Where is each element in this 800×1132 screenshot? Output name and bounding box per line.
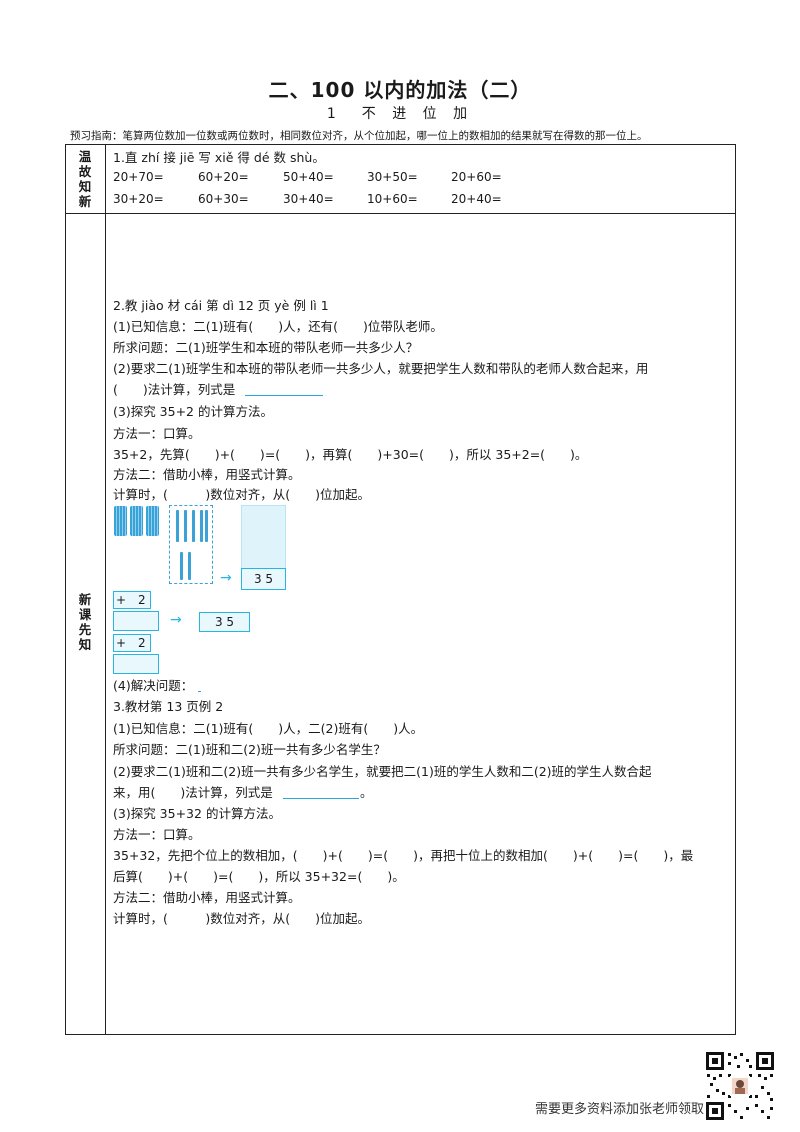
- review-item: 20+40=: [451, 192, 502, 206]
- stick: [188, 552, 191, 580]
- q3-heading: 3.教材第 13 页例 2: [113, 699, 224, 714]
- q3-method-1: 方法一：口算。: [113, 827, 201, 842]
- review-item: 60+30=: [198, 192, 249, 206]
- stick: [205, 510, 208, 542]
- q2-solve: (4)解决问题：: [113, 678, 194, 693]
- q2-known-info: (1)已知信息：二(1)班有( )人，还有( )位带队老师。: [113, 319, 443, 334]
- stick: [180, 552, 183, 580]
- q3-question: 所求问题：二(1)班和二(2)班一共有多少名学生？: [113, 742, 386, 757]
- q3-analysis: (2)要求二(1)班和二(2)班一共有多少名学生，就要把二(1)班的学生人数和二…: [113, 764, 652, 779]
- q2-analysis: (2)要求二(1)班学生和本班的带队老师一共多少人，就要把学生人数和带队的老师人…: [113, 361, 649, 376]
- q2-heading: 2.教 jiào 材 cái 第 dì 12 页 yè 例 lì 1: [113, 298, 329, 313]
- q2-explore: (3)探究 35+2 的计算方法。: [113, 404, 273, 419]
- q3-mental-calc: 35+32，先把个位上的数相加，( )+( )=( )，再把十位上的数相加( )…: [113, 848, 694, 863]
- page-title: 二、100 以内的加法（二）: [268, 78, 532, 102]
- preview-guide: 预习指南：笔算两位数加一位数或两位数时，相同数位对齐，从个位加起，哪一位上的数相…: [70, 130, 648, 142]
- q3-expression-blank[interactable]: [283, 798, 359, 799]
- addend-box: + 2: [113, 634, 151, 652]
- q3-explore: (3)探究 35+32 的计算方法。: [113, 806, 281, 821]
- q3-mental-calc-cont: 后算( )+( )=( )，所以 35+32=( )。: [113, 869, 405, 884]
- review-item: 10+60=: [367, 192, 418, 206]
- q2-align-rule: 计算时，( )数位对齐，从( )位加起。: [113, 487, 371, 502]
- stick: [200, 510, 203, 542]
- answer-box[interactable]: [113, 654, 159, 674]
- place-value-column: [241, 505, 286, 569]
- qr-code-icon: [704, 1050, 776, 1122]
- review-heading: 1.直 zhí 接 jiē 写 xiě 得 dé 数 shù。: [113, 150, 325, 165]
- review-section-label: 温 故 知 新: [78, 149, 92, 209]
- q2-solve-blank[interactable]: [198, 691, 201, 692]
- answer-box[interactable]: [113, 611, 159, 631]
- review-item: 30+40=: [283, 192, 334, 206]
- q2-method-1: 方法一：口算。: [113, 426, 201, 441]
- stick: [176, 510, 179, 542]
- footer-note: 需要更多资料添加张老师领取: [534, 1102, 704, 1117]
- q3-known-info: (1)已知信息：二(1)班有( )人，二(2)班有( )人。: [113, 721, 424, 736]
- page-subtitle: 1 不 进 位 加: [326, 106, 474, 122]
- q3-period: 。: [360, 785, 373, 800]
- stick: [192, 510, 195, 542]
- review-item: 50+40=: [283, 170, 334, 184]
- q2-question: 所求问题：二(1)班学生和本班的带队老师一共多少人？: [113, 340, 419, 355]
- new-lesson-section-label: 新 课 先 知: [78, 592, 92, 652]
- arrow-icon: →: [220, 570, 232, 586]
- review-item: 20+70=: [113, 170, 164, 184]
- stick-bundle: [114, 506, 127, 536]
- addend-box: + 2: [113, 591, 151, 609]
- review-item: 30+50=: [367, 170, 418, 184]
- q3-method-2: 方法二：借助小棒，用竖式计算。: [113, 890, 301, 905]
- stick-bundle: [130, 506, 143, 536]
- review-item: 30+20=: [113, 192, 164, 206]
- q2-expression-blank[interactable]: [245, 395, 323, 396]
- sticks-dashed-frame: [169, 505, 213, 584]
- q3-method-line: 来，用( )法计算，列式是: [113, 785, 273, 800]
- vertical-calc-box: 3 5: [241, 568, 286, 590]
- stick-bundle: [146, 506, 159, 536]
- stick: [184, 510, 187, 542]
- q3-align-rule: 计算时，( )数位对齐，从( )位加起。: [113, 911, 371, 926]
- review-item: 60+20=: [198, 170, 249, 184]
- q2-method-line: ( )法计算，列式是: [113, 382, 236, 397]
- q2-method-2: 方法二：借助小棒，用竖式计算。: [113, 467, 301, 482]
- arrow-icon: →: [170, 612, 182, 628]
- review-item: 20+60=: [451, 170, 502, 184]
- vertical-calc-box: 3 5: [199, 612, 250, 632]
- q2-mental-calc: 35+2，先算( )+( )=( )，再算( )+30=( )，所以 35+2=…: [113, 447, 588, 462]
